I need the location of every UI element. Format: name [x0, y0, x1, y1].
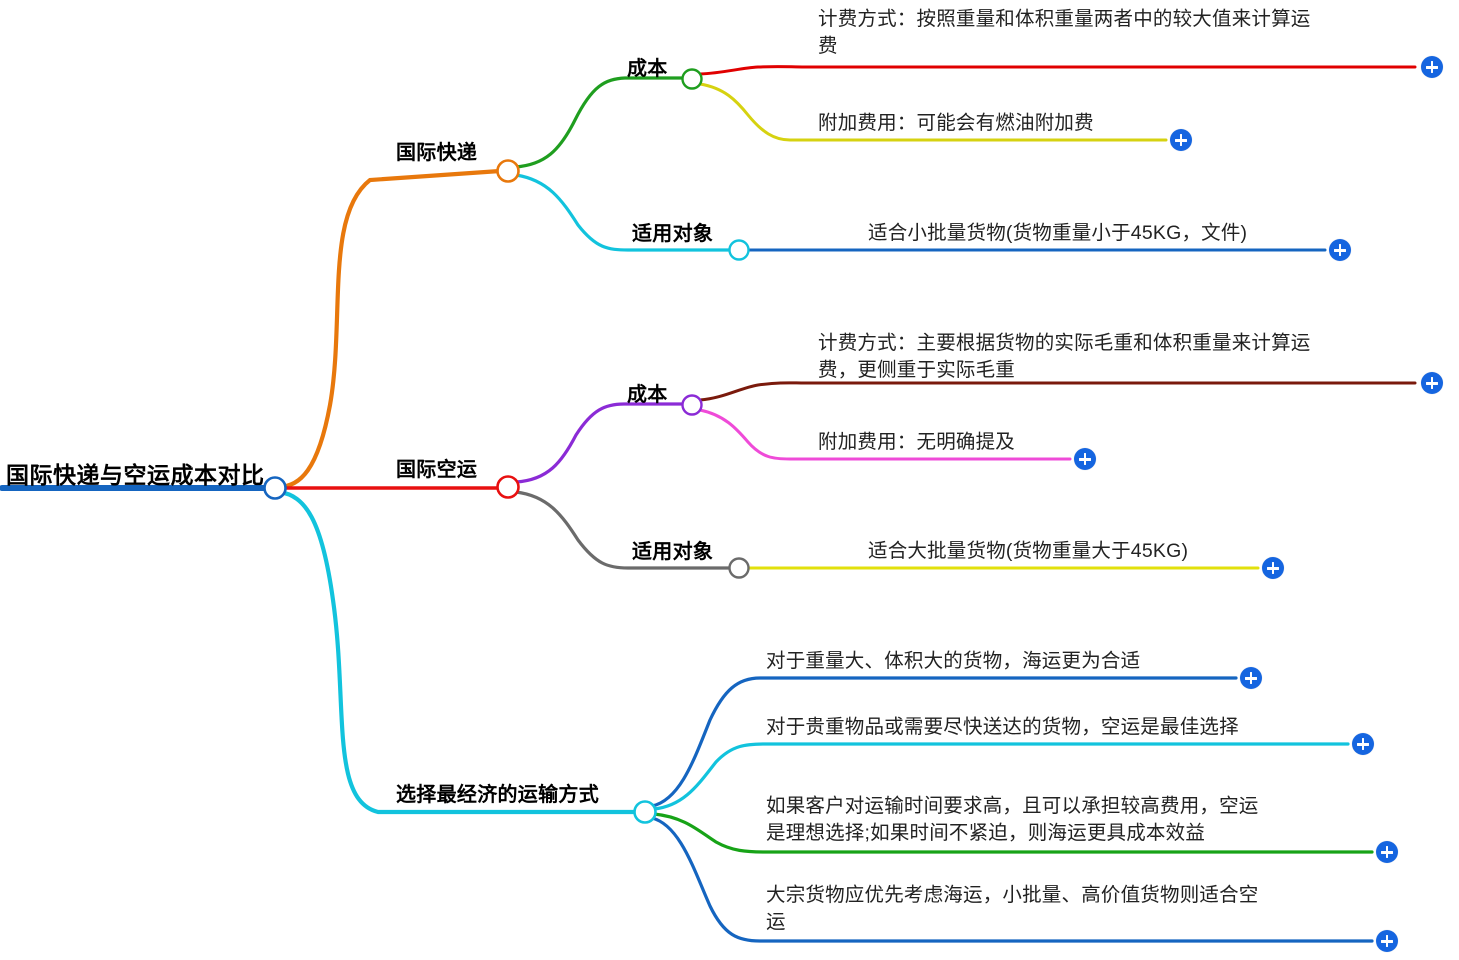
leaf-text-line1: 如果客户对运输时间要求高，且可以承担较高费用，空运	[766, 795, 1259, 817]
expand-button-express-target-scope[interactable]	[1329, 239, 1351, 261]
edge-cost2-rate	[698, 381, 1417, 402]
node-circle-cost-express	[681, 68, 703, 90]
leaf-air-cost-rate[interactable]: 计费方式：主要根据货物的实际毛重和体积重量来计算运费，更侧重于实际毛重	[818, 330, 1408, 383]
leaf-choose-time-cost-tradeoff[interactable]: 如果客户对运输时间要求高，且可以承担较高费用，空运是理想选择;如果时间不紧迫，则…	[766, 793, 1366, 846]
subnode-label-express-target[interactable]: 适用对象	[632, 223, 714, 245]
branch-label-international-express[interactable]: 国际快递	[396, 142, 478, 164]
edge-air-cost	[514, 402, 686, 484]
node-circle-express	[496, 159, 520, 183]
leaf-choose-bulk-vs-small-batch[interactable]: 大宗货物应优先考虑海运，小批量、高价值货物则适合空运	[766, 882, 1366, 935]
edge-express-cost	[513, 76, 686, 169]
leaf-choose-valuable-urgent-air[interactable]: 对于贵重物品或需要尽快送达的货物，空运是最佳选择	[766, 716, 1239, 738]
expand-button-choose-bulk-vs-small-batch[interactable]	[1376, 930, 1398, 952]
expand-button-express-cost-surcharge[interactable]	[1170, 129, 1192, 151]
root-node-label[interactable]: 国际快递与空运成本对比	[6, 462, 265, 488]
edge-root-express	[275, 168, 503, 490]
leaf-text-line1: 计费方式：主要根据货物的实际毛重和体积重量来计算运	[818, 332, 1311, 354]
expand-button-choose-time-cost-tradeoff[interactable]	[1376, 841, 1398, 863]
expand-button-air-cost-rate[interactable]	[1421, 372, 1443, 394]
expand-button-choose-heavy-bulky-sea[interactable]	[1240, 667, 1262, 689]
leaf-express-cost-rate[interactable]: 计费方式：按照重量和体积重量两者中的较大值来计算运费	[818, 6, 1408, 59]
expand-button-air-target-scope[interactable]	[1262, 557, 1284, 579]
node-circle-target-air	[728, 557, 750, 579]
leaf-air-cost-surcharge[interactable]: 附加费用：无明确提及	[818, 431, 1016, 453]
expand-button-air-cost-surcharge[interactable]	[1074, 448, 1096, 470]
subnode-label-air-cost[interactable]: 成本	[627, 384, 668, 406]
leaf-choose-heavy-bulky-sea[interactable]: 对于重量大、体积大的货物，海运更为合适	[766, 650, 1141, 672]
subnode-label-express-cost[interactable]: 成本	[627, 58, 668, 80]
edge-cost1-rate	[698, 65, 1417, 76]
node-circle-cost-air	[681, 394, 703, 416]
leaf-text-line2: 运	[766, 910, 786, 933]
leaf-express-cost-surcharge[interactable]: 附加费用：可能会有燃油附加费	[818, 112, 1094, 134]
leaf-text-line1: 大宗货物应优先考虑海运，小批量、高价值货物则适合空	[766, 884, 1259, 906]
leaf-text-line2: 是理想选择;如果时间不紧迫，则海运更具成本效益	[766, 821, 1206, 844]
edge-root-choose	[276, 489, 641, 815]
node-circle-air	[496, 475, 520, 499]
leaf-text-line2: 费，更侧重于实际毛重	[818, 358, 1016, 381]
branch-label-international-air-freight[interactable]: 国际空运	[396, 459, 478, 481]
leaf-text-line2: 费	[818, 34, 838, 57]
subnode-label-air-target[interactable]: 适用对象	[632, 541, 714, 563]
node-circle-choose	[633, 800, 657, 824]
node-circle-root	[263, 476, 287, 500]
leaf-air-target-scope[interactable]: 适合大批量货物(货物重量大于45KG)	[868, 540, 1189, 562]
node-circle-target-express	[728, 239, 750, 261]
edge-choose-leaf1	[650, 676, 1238, 808]
leaf-express-target-scope[interactable]: 适合小批量货物(货物重量小于45KG，文件)	[868, 222, 1248, 244]
leaf-text-line1: 计费方式：按照重量和体积重量两者中的较大值来计算运	[818, 8, 1311, 30]
expand-button-express-cost-rate[interactable]	[1421, 56, 1443, 78]
branch-label-choose-economical-transport[interactable]: 选择最经济的运输方式	[396, 784, 599, 806]
expand-button-choose-valuable-urgent-air[interactable]	[1352, 733, 1374, 755]
